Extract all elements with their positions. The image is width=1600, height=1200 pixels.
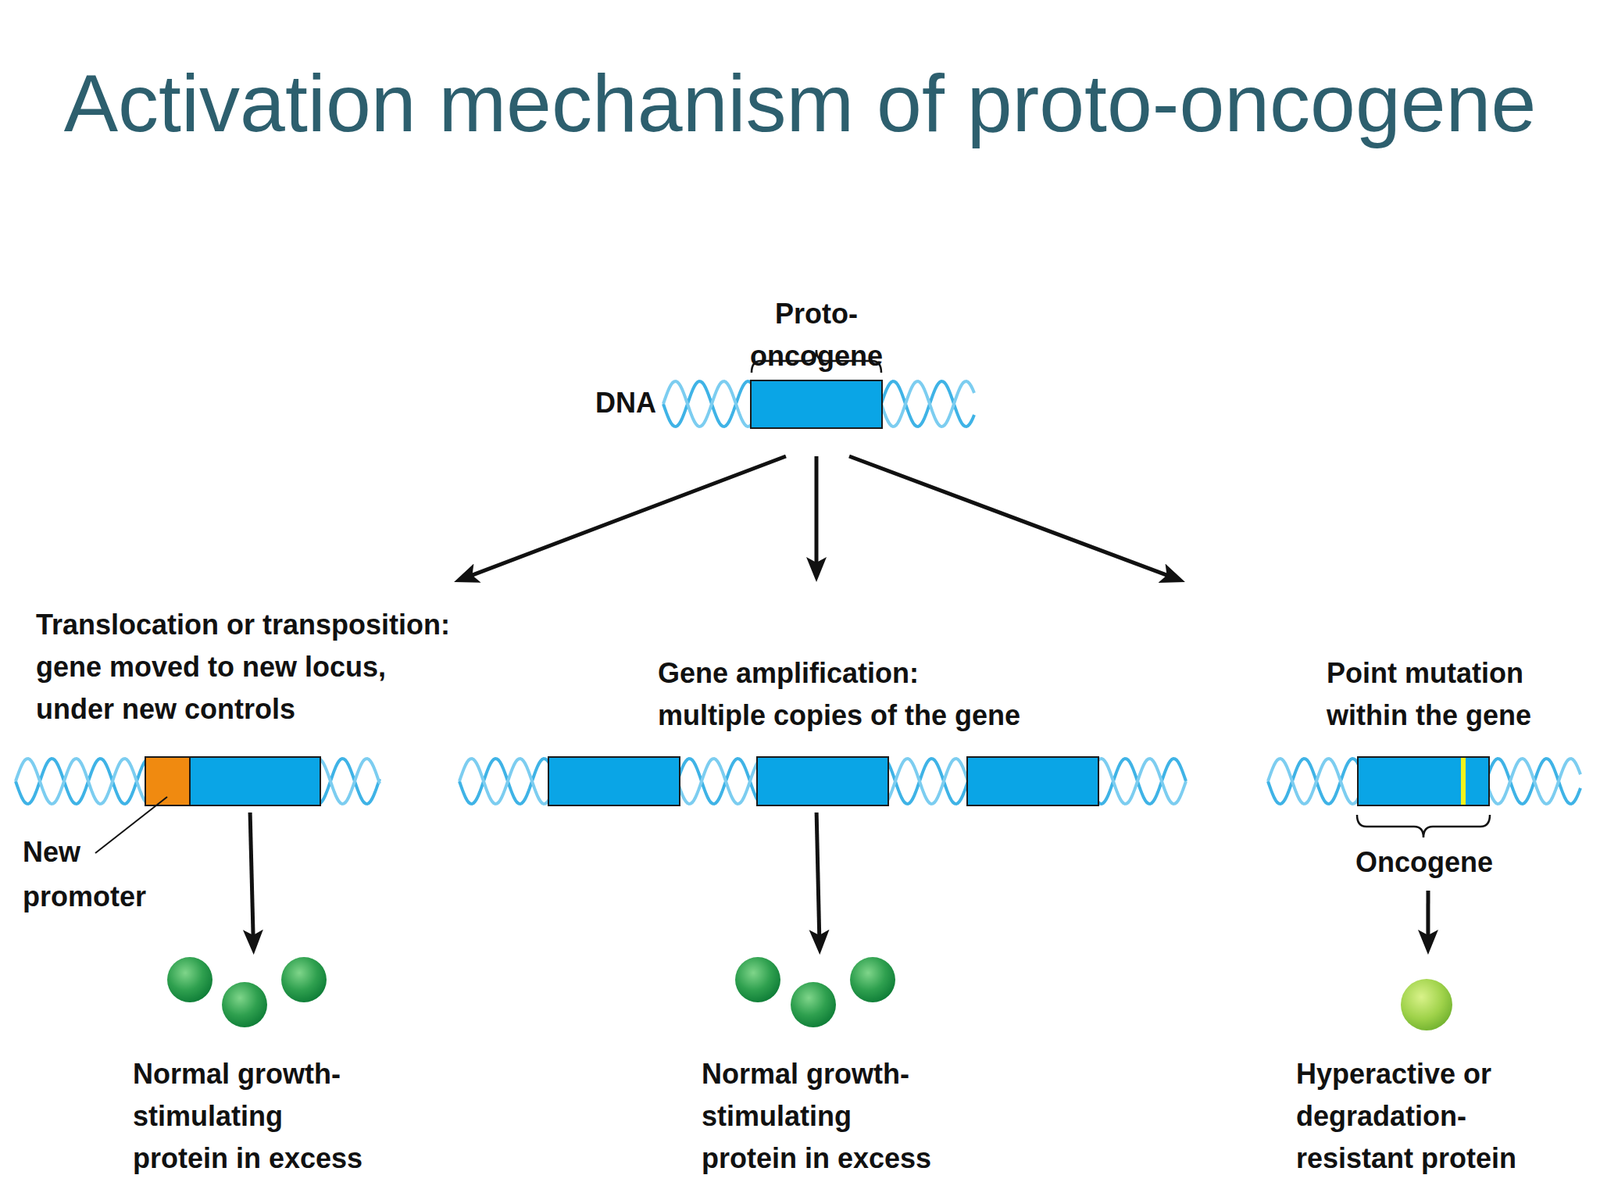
gene-copy-box: [966, 756, 1100, 807]
mutation-mark: [1460, 757, 1466, 805]
leader-line: [95, 796, 168, 854]
protein-circle: [221, 982, 268, 1028]
gene-node: Proto-oncogene: [734, 290, 899, 457]
protein-circle: [735, 957, 781, 1003]
amplification-node: Gene amplification: multiple copies of t…: [459, 582, 1187, 813]
mechanism-heading: Translocation or transposition: gene mov…: [35, 603, 463, 731]
arrow-connector: [250, 812, 254, 941]
arrow-connector: [814, 456, 819, 568]
protein-circle: [167, 957, 213, 1003]
protein-group: [132, 954, 399, 1041]
protein-circle: [1400, 978, 1453, 1031]
gene-box: [750, 379, 883, 429]
protein-group: [701, 954, 968, 1041]
promoter-box: [144, 756, 191, 807]
gene-box: [189, 756, 322, 807]
gene-heading: Proto-oncogene: [734, 292, 899, 378]
protein-caption: Normal growth-stimulating protein in exc…: [132, 1053, 374, 1180]
arrow-connector: [467, 456, 786, 578]
mechanism-heading: Point mutation within the gene: [1326, 652, 1561, 737]
protein-caption: Hyperactive or degradation-resistant pro…: [1296, 1053, 1547, 1180]
protein-caption: Normal growth-stimulating protein in exc…: [701, 1053, 943, 1180]
arrow-connector: [1425, 890, 1430, 941]
protein-circle: [790, 982, 836, 1028]
protein-node: Hyperactive or degradation-resistant pro…: [1296, 954, 1554, 1186]
gene-copy-box: [547, 756, 681, 807]
diagram-title: Activation mechanism of proto-oncogene: [0, 54, 1600, 153]
oncogene-label: Oncogene: [1338, 841, 1511, 884]
protein-circle: [281, 957, 327, 1003]
oncogene-box: [1357, 756, 1490, 807]
dna-label: DNA: [578, 382, 657, 425]
mechanism-heading: Gene amplification: multiple copies of t…: [657, 652, 1027, 737]
arrow-connector: [816, 812, 820, 941]
oncogene-bracket: [1357, 814, 1490, 838]
protein-group: [1296, 954, 1554, 1041]
callout-label: New promoter: [22, 829, 164, 919]
gene-copy-box: [756, 756, 890, 807]
point-mutation-node: Point mutation within the geneOncogene: [1164, 582, 1594, 891]
protein-circle: [850, 957, 896, 1003]
arrow-connector: [849, 456, 1172, 578]
translocation-node: Translocation or transposition: gene mov…: [15, 582, 500, 813]
protein-node: Normal growth-stimulating protein in exc…: [701, 954, 968, 1186]
gene-bracket: [751, 350, 882, 373]
protein-node: Normal growth-stimulating protein in exc…: [132, 954, 399, 1186]
